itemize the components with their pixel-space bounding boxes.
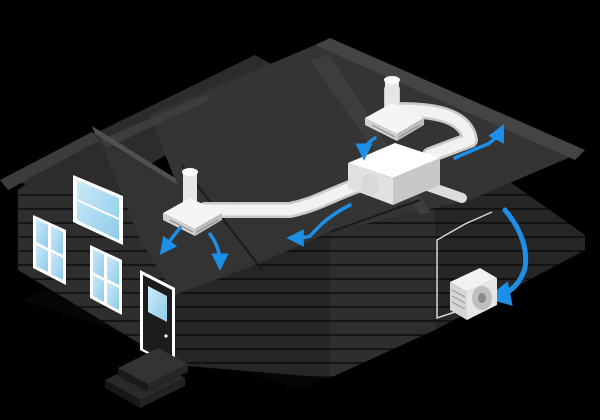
roof-overhang-front — [92, 126, 178, 185]
entry-steps — [105, 348, 188, 408]
window-lower-left — [33, 215, 66, 285]
airflow-arrow-front-right — [208, 232, 229, 271]
roof-central-plane — [150, 45, 575, 232]
front-vent-riser — [183, 172, 197, 202]
condenser-fan-hub — [478, 293, 486, 303]
roof-left-edge — [0, 132, 100, 190]
airflow-arrow-rear-right — [453, 124, 504, 160]
window-upper — [73, 175, 123, 245]
rear-vent-riser — [385, 80, 399, 110]
roof-ceiling-vent-rear — [365, 103, 424, 141]
airflow-arrow-rear-left — [355, 136, 377, 161]
front-door — [140, 270, 175, 368]
roof-left-ridge-line — [100, 95, 210, 147]
window-lower-middle — [90, 245, 122, 315]
roof-right-edge — [315, 38, 585, 160]
roof-ceiling-vent-front — [163, 198, 222, 236]
airflow-arrow-return — [286, 203, 352, 247]
door-knob — [164, 334, 168, 338]
front-vent-riser-top — [182, 168, 198, 176]
unit-duct-stub — [361, 174, 379, 196]
outdoor-condenser-unit — [450, 268, 497, 320]
airflow-arrow-outdoor — [485, 207, 529, 306]
rear-vent-riser-top — [384, 76, 400, 84]
right-front-wall — [330, 208, 435, 378]
attic-line-2 — [329, 199, 421, 233]
airflow-arrow-front-left — [159, 226, 182, 256]
airflow-arrows — [159, 124, 529, 306]
refrigerant-line — [436, 211, 493, 320]
